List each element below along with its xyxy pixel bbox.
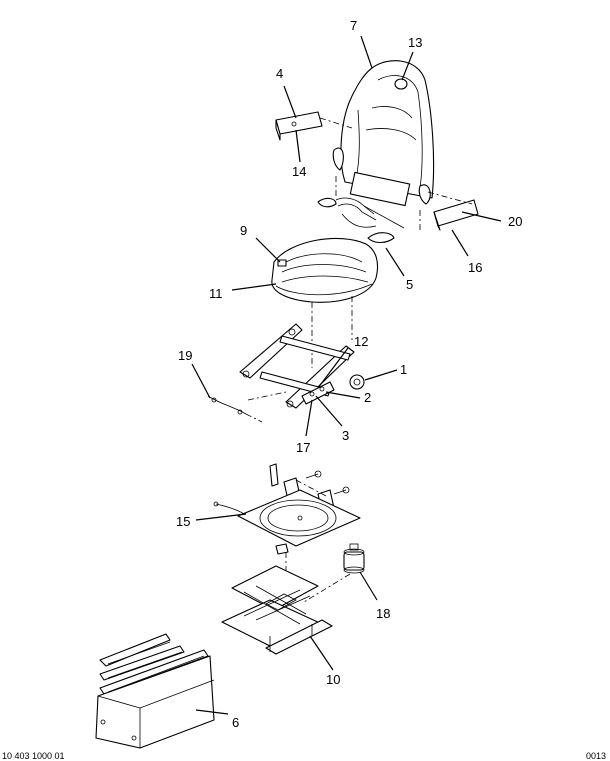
callout-10: 10 xyxy=(326,672,340,687)
callout-15: 15 xyxy=(176,514,190,529)
callout-5: 5 xyxy=(406,277,413,292)
footer-right-code: 0013 xyxy=(586,751,606,761)
seat-back xyxy=(340,60,435,207)
callout-14: 14 xyxy=(292,164,306,179)
callout-17: 17 xyxy=(296,440,310,455)
air-spring xyxy=(343,543,365,574)
right-armrest xyxy=(433,199,479,231)
suspension-assembly xyxy=(221,565,333,655)
leader-lines xyxy=(191,35,502,715)
swivel-plate xyxy=(213,489,361,555)
callout-7: 7 xyxy=(350,18,357,33)
adjuster-handle xyxy=(301,381,335,405)
release-cable xyxy=(207,391,287,423)
callout-9: 9 xyxy=(240,223,247,238)
callout-6: 6 xyxy=(232,715,239,730)
callout-4: 4 xyxy=(276,66,283,81)
seat-slide-frame xyxy=(239,323,355,409)
callout-1: 1 xyxy=(400,362,407,377)
callout-20: 20 xyxy=(508,214,522,229)
seat-back-knob xyxy=(394,78,408,90)
callout-12: 12 xyxy=(354,334,368,349)
left-armrest xyxy=(275,111,323,141)
footer-left-code: 10 403 1000 01 xyxy=(2,751,65,761)
callout-16: 16 xyxy=(468,260,482,275)
callout-19: 19 xyxy=(178,348,192,363)
callout-2: 2 xyxy=(364,390,371,405)
seat-cushion xyxy=(271,237,379,303)
storage-box xyxy=(95,633,215,749)
armrest-brackets xyxy=(317,197,405,244)
callout-13: 13 xyxy=(408,35,422,50)
callout-11: 11 xyxy=(209,286,223,301)
callout-18: 18 xyxy=(376,606,390,621)
callout-3: 3 xyxy=(342,428,349,443)
knob xyxy=(349,374,365,390)
seat-cushion-knob xyxy=(277,259,287,267)
